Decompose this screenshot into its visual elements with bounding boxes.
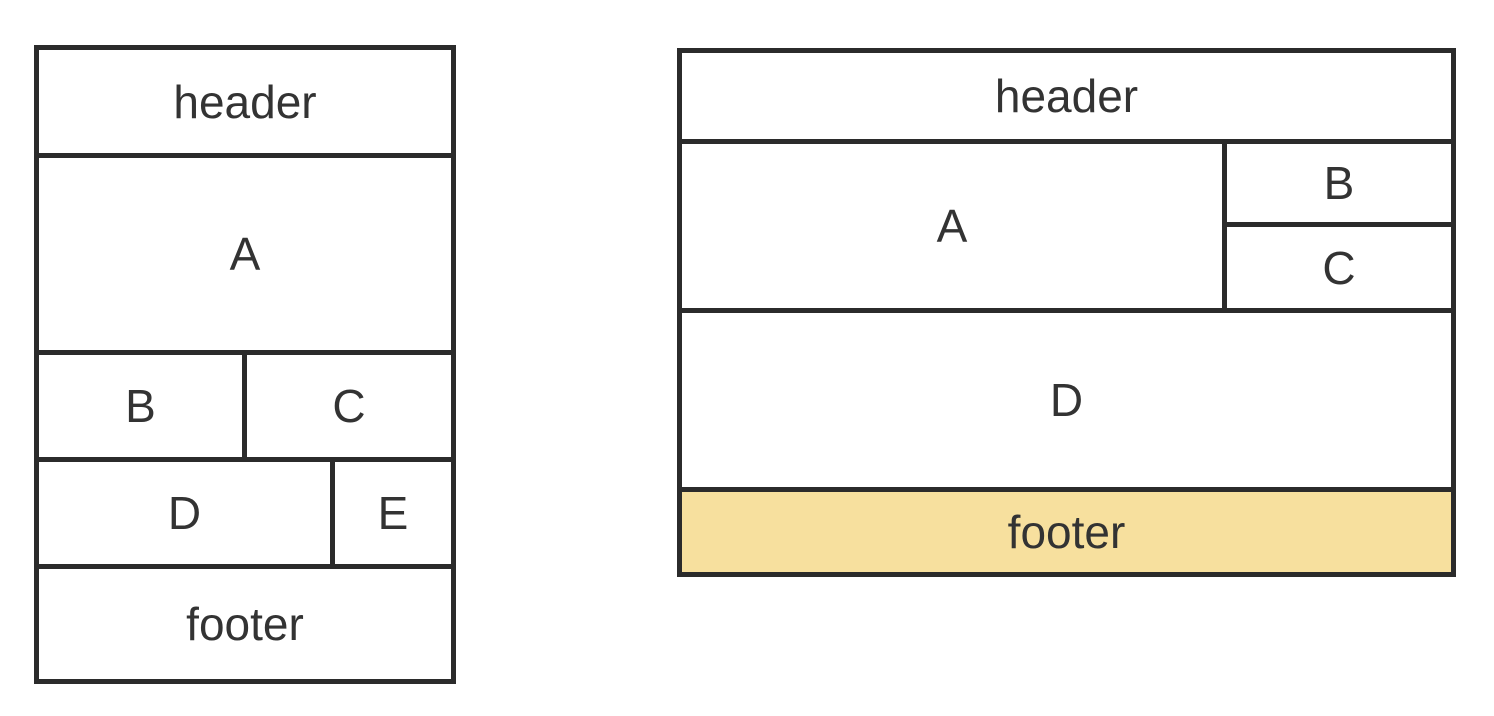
desktop-header-region: header	[677, 48, 1456, 144]
mobile-header-label: header	[173, 75, 317, 128]
mobile-region-d-label: D	[167, 487, 202, 539]
mobile-header-region: header	[34, 45, 456, 158]
mobile-region-b-label: B	[125, 380, 156, 432]
desktop-region-d-label: D	[1049, 374, 1084, 426]
mobile-region-c: C	[242, 350, 456, 462]
mobile-region-b: B	[34, 350, 247, 462]
desktop-region-b-label: B	[1323, 157, 1355, 209]
mobile-footer-label: footer	[186, 598, 304, 650]
desktop-region-a: A	[677, 139, 1227, 313]
desktop-region-a-label: A	[936, 200, 968, 252]
mobile-region-e: E	[330, 457, 456, 569]
mobile-region-a-label: A	[229, 228, 261, 280]
mobile-region-d: D	[34, 457, 335, 569]
desktop-header-label: header	[994, 70, 1139, 122]
mobile-footer-region: footer	[34, 564, 456, 684]
mobile-region-c-label: C	[332, 380, 366, 432]
desktop-footer-region: footer	[677, 487, 1456, 577]
desktop-region-c-label: C	[1322, 241, 1356, 294]
desktop-region-d: D	[677, 308, 1456, 492]
desktop-footer-label: footer	[1007, 506, 1126, 558]
mobile-region-a: A	[34, 153, 456, 355]
desktop-region-c: C	[1222, 222, 1456, 313]
desktop-region-b: B	[1222, 139, 1456, 227]
mobile-region-e-label: E	[377, 487, 409, 539]
